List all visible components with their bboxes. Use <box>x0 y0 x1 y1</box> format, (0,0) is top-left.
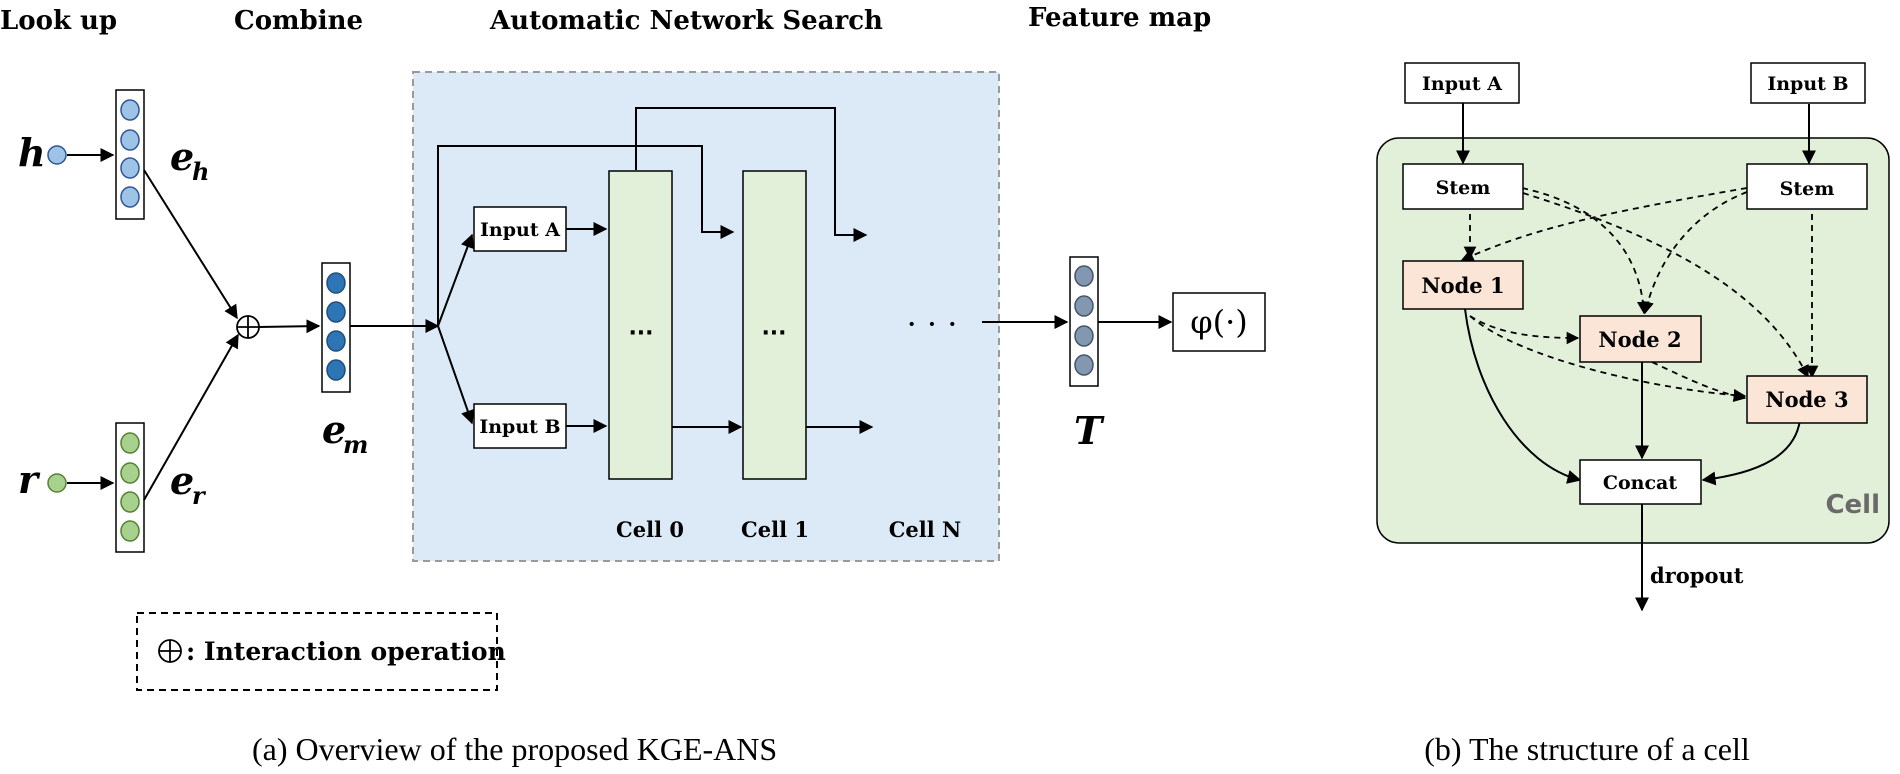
caption-a: (a) Overview of the proposed KGE-ANS <box>252 731 777 767</box>
em-embedding-cells <box>326 272 346 381</box>
feature-map-cells <box>1074 265 1094 376</box>
stem-a-box <box>1402 163 1524 210</box>
er-embedding-cells <box>120 432 140 542</box>
combine-to-em-arrow <box>258 319 321 334</box>
eh-embedding-cells <box>120 99 140 208</box>
search-region <box>412 71 1000 562</box>
label-em: e m <box>322 407 368 459</box>
scoring-function-box <box>1172 292 1266 352</box>
cell-1-ellipsis: ··· <box>761 321 786 346</box>
header-automatic-network-search: Automatic Network Search <box>489 6 883 36</box>
caption-b: (b) The structure of a cell <box>1424 731 1750 767</box>
svg-text:e: e <box>170 134 194 179</box>
h-input-node <box>47 145 67 165</box>
cell-input-a-label: Input A <box>1422 73 1502 95</box>
node-2-box <box>1579 315 1702 363</box>
symbol-r: r <box>18 457 41 502</box>
cells-ellipsis: · · · <box>907 305 958 343</box>
skip-connection-to-cell1 <box>437 145 735 326</box>
cell-input-b-box <box>1750 62 1866 104</box>
dropout-label: dropout <box>1650 563 1744 588</box>
r-input-node <box>47 473 67 493</box>
svg-text:m: m <box>343 430 368 459</box>
cell-0-label: Cell 0 <box>616 517 684 542</box>
panel-b-cell-structure: Cell dropout Input A Input B Stem St <box>1376 62 1890 767</box>
legend-box <box>136 612 498 691</box>
node1-to-concat-arrow <box>1464 308 1582 484</box>
dashed-candidate-edges <box>1460 187 1819 402</box>
label-eh: e h <box>170 134 209 186</box>
cell-1-label: Cell 1 <box>741 517 809 542</box>
cell-n-label: Cell N <box>889 517 962 542</box>
svg-text:h: h <box>192 157 209 186</box>
eh-to-combine-arrow <box>143 169 238 320</box>
node-2-label: Node 2 <box>1598 327 1681 352</box>
header-combine: Combine <box>234 6 363 36</box>
concat-box <box>1579 459 1702 505</box>
svg-text:e: e <box>322 407 346 452</box>
split-to-input-a-arrow <box>437 233 475 327</box>
cell-0-block <box>608 170 673 480</box>
node-3-label: Node 3 <box>1765 387 1848 412</box>
legend-label: : Interaction operation <box>186 637 506 666</box>
cell-0-ellipsis: ··· <box>628 321 653 346</box>
scoring-function-label: φ(·) <box>1190 303 1248 341</box>
cell-container-label: Cell <box>1825 490 1880 520</box>
header-look-up: Look up <box>0 6 117 36</box>
node-3-box <box>1746 375 1868 424</box>
node-1-label: Node 1 <box>1421 273 1504 298</box>
node3-to-concat-arrow <box>1701 419 1801 486</box>
cell-input-a-box <box>1404 62 1520 104</box>
skip-connection-to-celln <box>635 107 868 242</box>
er-to-combine-arrow <box>143 333 239 501</box>
panel-a-overview: Look up Combine Automatic Network Search… <box>0 3 1266 767</box>
stem-a-label: Stem <box>1436 177 1491 199</box>
stem-b-box <box>1746 163 1868 210</box>
symbol-h: h <box>18 130 46 175</box>
cell-1-block <box>742 170 807 480</box>
input-a-label: Input A <box>480 219 560 241</box>
split-to-input-b-arrow <box>437 325 475 425</box>
stem-b-label: Stem <box>1780 178 1835 200</box>
svg-text:e: e <box>170 458 194 503</box>
header-feature-map: Feature map <box>1028 3 1211 33</box>
symbol-T: T <box>1074 408 1105 453</box>
label-er: e r <box>170 458 207 510</box>
cell-input-b-label: Input B <box>1767 73 1848 95</box>
concat-label: Concat <box>1603 472 1677 494</box>
interaction-operator-icon <box>236 315 260 339</box>
input-b-label: Input B <box>479 416 560 438</box>
node-1-box <box>1402 260 1524 310</box>
svg-text:r: r <box>192 481 207 510</box>
legend-operator-icon <box>158 639 182 663</box>
